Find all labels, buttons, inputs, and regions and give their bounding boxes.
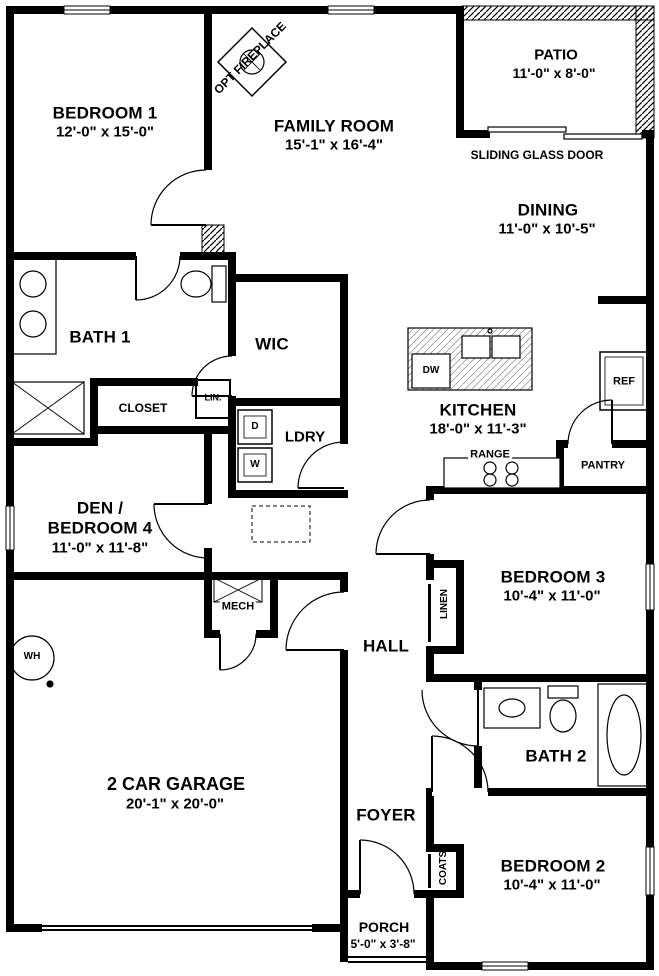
window-bedroom1 [63,5,111,15]
den-bedroom4-label-line2: BEDROOM 4 [47,518,153,538]
washer-icon [237,447,273,483]
bath2-label: BATH 2 [525,746,587,766]
door-bath1 [135,255,181,301]
bedroom2-dims: 10'-4" x 11'-0" [503,876,601,894]
bathtub-icon [597,683,651,787]
pantry-label: PANTRY [581,459,625,472]
fireplace-chase-hatch [201,224,225,254]
bedroom2-label: BEDROOM 2 [500,856,606,876]
patio-label: PATIO [534,46,578,64]
door-bedroom1 [150,169,207,226]
toilet-icon-bath1 [180,265,227,303]
door-front [359,839,415,895]
sliding-glass-door-label: SLIDING GLASS DOOR [470,148,604,162]
bath1-vanity [11,257,57,355]
door-mech [219,633,257,671]
bedroom3-label: BEDROOM 3 [500,567,606,587]
patio-screen-wall [461,5,655,139]
water-heater-label: WH [23,651,41,662]
coats-label: COATS [438,850,449,886]
dining-label: DINING [517,200,579,220]
closet-label: CLOSET [118,401,168,415]
window-bedroom3 [645,563,655,611]
fixtures [9,26,651,787]
den-bedroom4-dims: 11'-0" x 11'-8" [51,539,149,557]
sliding-glass-door-icon [487,126,643,140]
door-bedroom3 [375,499,431,555]
door-bedroom2 [431,735,489,793]
den-bedroom4-label-line1: DEN / [76,498,124,518]
dishwasher-label: DW [422,365,440,376]
wic-label: WIC [255,334,289,354]
window-bedroom2-side [645,846,655,896]
kitchen-island [407,327,533,391]
windows [5,5,655,971]
water-heater-icon [9,635,55,688]
porch-dims: 5'-0" x 3'-8" [350,937,416,951]
garage-door [42,925,312,931]
dryer-icon [237,409,273,445]
door-garage-to-hall [285,591,345,651]
family-room-label: FAMILY ROOM [273,116,395,136]
garage-label: 2 CAR GARAGE [106,774,246,794]
bath2-vanity [483,687,541,729]
lin-closet-label: LIN. [204,392,222,403]
family-room-dims: 15'-1" x 16'-4" [284,136,384,154]
hall-label: HALL [362,636,410,656]
refrigerator-label: REF [611,375,637,388]
door-pantry [567,399,613,445]
porch-edge [348,956,426,963]
fireplace-icon [216,26,288,98]
porch-label: PORCH [358,919,410,935]
linen-label: LINEN [439,589,450,619]
bath1-label: BATH 1 [69,327,131,347]
kitchen-dims: 18'-0" x 11'-3" [429,420,527,438]
bedroom1-dims: 12'-0" x 15'-0" [55,123,155,141]
window-den [5,505,15,551]
dining-dims: 11'-0" x 10'-5" [498,220,596,238]
refrigerator-icon [599,351,649,411]
foyer-label: FOYER [356,805,416,825]
range-label: RANGE [468,448,512,461]
bedroom1-label: BEDROOM 1 [52,103,158,123]
door-laundry [297,441,345,489]
door-den [153,503,209,559]
window-bedroom2-rear [481,961,529,971]
patio-dims: 11'-0" x 8'-0" [512,65,596,81]
door-wic [191,355,233,397]
doors [135,169,613,895]
shower-icon [11,381,85,435]
mech-label: MECH [219,600,257,613]
bedroom3-dims: 10'-4" x 11'-0" [503,587,601,605]
washer-label: W [250,459,260,470]
garage-dims: 20'-1" x 20'-0" [125,795,225,813]
window-family-room [327,5,375,15]
door-bath2 [421,689,479,747]
linen-small-closet [195,379,231,419]
dryer-label: D [251,421,259,432]
laundry-label: LDRY [284,428,326,446]
attic-access [251,505,311,543]
mech-platform [213,577,263,603]
range-icon [443,457,561,489]
kitchen-label: KITCHEN [439,400,517,420]
toilet-icon-bath2 [547,685,579,733]
